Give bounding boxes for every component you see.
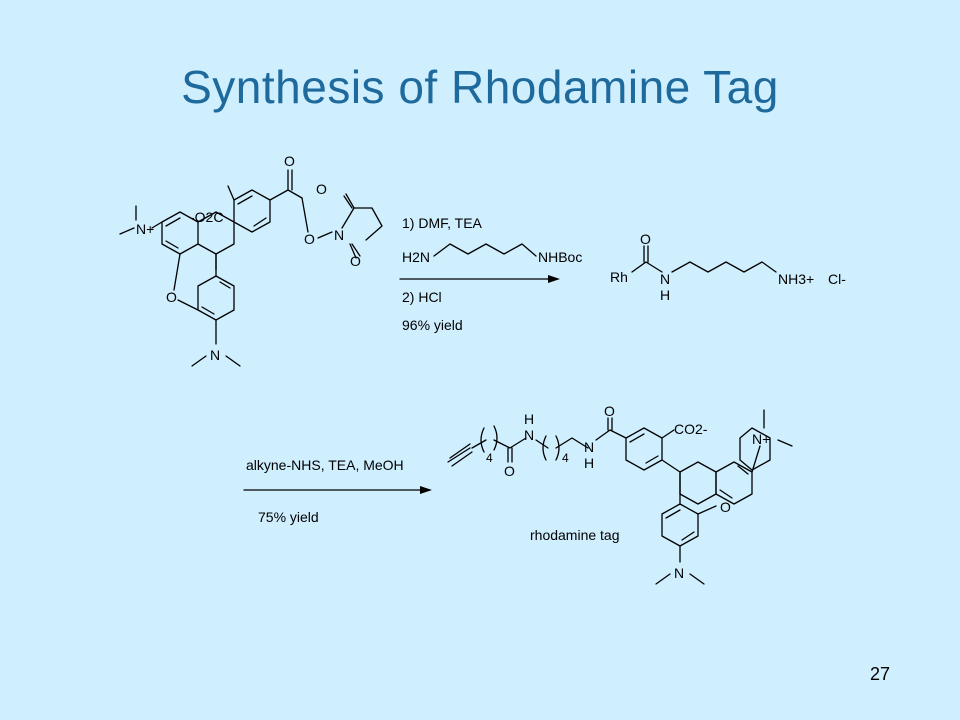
step2-reagent: alkyne-NHS, TEA, MeOH bbox=[246, 457, 404, 473]
step1-conditions: 1) DMF, TEA H2N NHBoc 2) HCl 96% yield bbox=[399, 215, 582, 333]
prod-subscript-4b: 4 bbox=[562, 451, 569, 465]
prod-carbonyl-o-a: O bbox=[504, 463, 515, 479]
prod-amide-n1: N bbox=[524, 427, 534, 443]
prod-ring-o: O bbox=[720, 499, 731, 515]
product: 4 O H N 4 N H O CO2- N+ bbox=[447, 403, 793, 585]
prod-carbonyl-o-b: O bbox=[604, 403, 615, 419]
step1-yield: 96% yield bbox=[402, 317, 463, 333]
int-amide-h-label: H bbox=[660, 287, 670, 303]
starting-material: N+ O N -O2C O O N bbox=[119, 153, 383, 367]
page-number: 27 bbox=[869, 664, 890, 684]
int-rh-label: Rh bbox=[610, 269, 628, 285]
int-chloride-label: Cl- bbox=[828, 271, 846, 287]
prod-amide-h1: H bbox=[524, 411, 534, 427]
step1-reagent-2: 2) HCl bbox=[402, 289, 442, 305]
sm-n-plus-label: N+ bbox=[136, 221, 154, 237]
step1-amine-left: H2N bbox=[402, 249, 430, 265]
sm-carbonyl-o2-label: O bbox=[316, 181, 327, 197]
intermediate: Rh O N H NH3+ Cl- bbox=[610, 231, 846, 303]
sm-carbonyl-o3-label: O bbox=[350, 253, 361, 269]
step1-amine-right: NHBoc bbox=[538, 249, 582, 265]
step2-conditions: alkyne-NHS, TEA, MeOH 75% yield bbox=[243, 457, 432, 525]
sm-ester-o-label: O bbox=[304, 231, 315, 247]
sm-bottom-n-label: N bbox=[210, 347, 220, 363]
step1-reagent-1: 1) DMF, TEA bbox=[402, 215, 483, 231]
prod-ammonium: N+ bbox=[752, 431, 770, 447]
sm-nhs-n-label: N bbox=[334, 227, 344, 243]
step2-arrowhead bbox=[420, 486, 432, 494]
step2-yield: 75% yield bbox=[258, 509, 319, 525]
prod-amide-h2: H bbox=[584, 455, 594, 471]
prod-subscript-4a: 4 bbox=[486, 451, 493, 465]
prod-bottom-n: N bbox=[674, 565, 684, 581]
prod-label: rhodamine tag bbox=[530, 527, 620, 543]
int-carbonyl-o-label: O bbox=[640, 231, 651, 247]
int-ammonium-label: NH3+ bbox=[778, 271, 814, 287]
step1-arrowhead bbox=[548, 275, 560, 283]
slide-title: Synthesis of Rhodamine Tag bbox=[181, 61, 779, 113]
sm-ring-o-label: O bbox=[166, 289, 177, 305]
sm-carbonyl-o1-label: O bbox=[284, 153, 295, 169]
int-amide-n-label: N bbox=[660, 271, 670, 287]
prod-carboxylate: CO2- bbox=[674, 421, 708, 437]
sm-carboxylate-label: -O2C bbox=[190, 209, 223, 225]
prod-amide-n2: N bbox=[584, 439, 594, 455]
